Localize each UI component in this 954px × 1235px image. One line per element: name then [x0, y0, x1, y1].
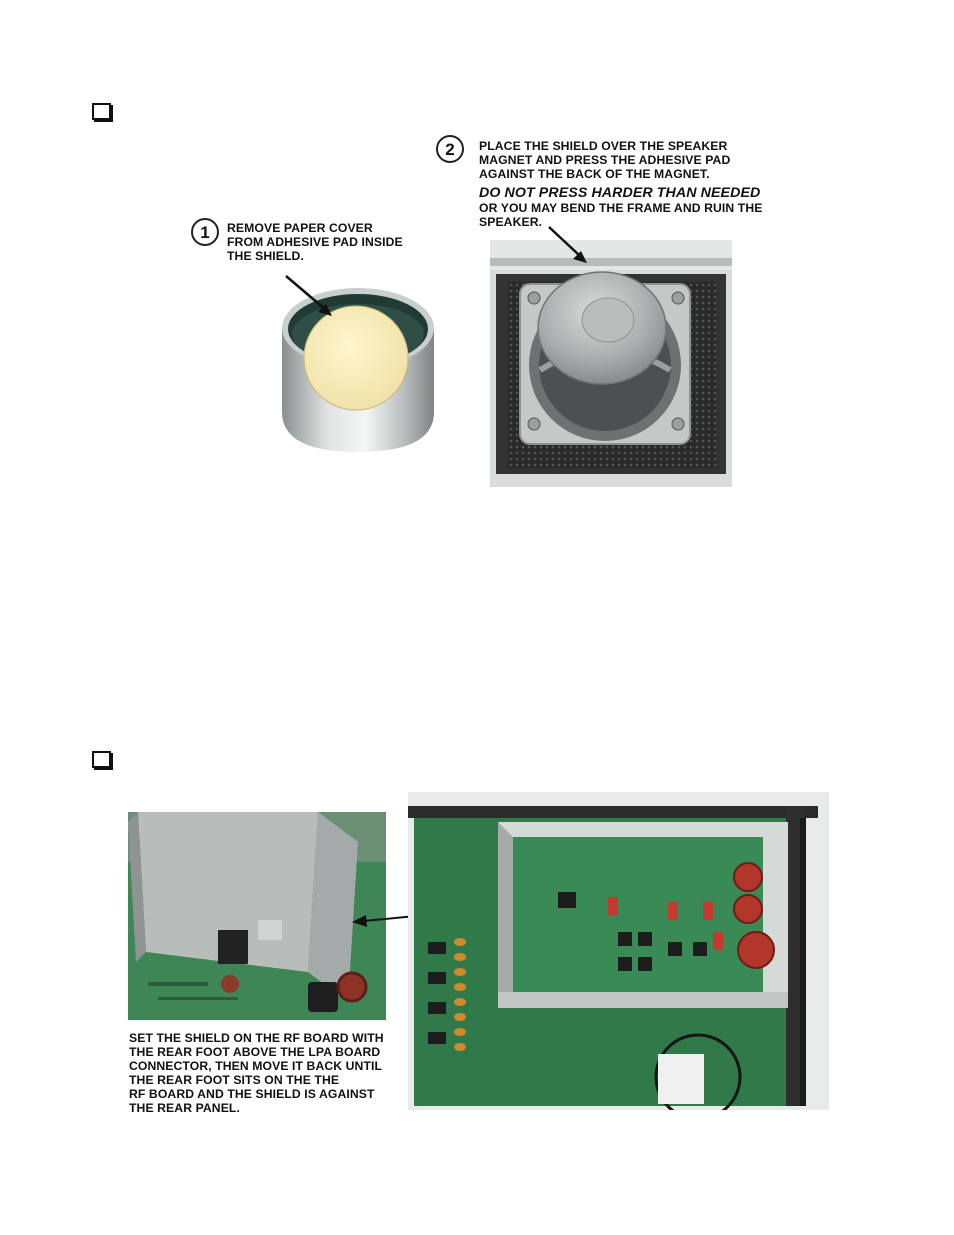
checkbox-icon[interactable] [92, 751, 111, 768]
shield-cup-photo [270, 280, 450, 455]
rf-board-overview-photo [408, 792, 829, 1110]
rf-shield-caption: SET THE SHIELD ON THE RF BOARD WITH THE … [129, 1031, 384, 1115]
step-2-line: OR YOU MAY BEND THE FRAME AND RUIN THE [479, 201, 763, 215]
caption-line: SET THE SHIELD ON THE RF BOARD WITH [129, 1031, 384, 1045]
caption-line: RF BOARD AND THE SHIELD IS AGAINST [129, 1087, 375, 1101]
warning-text: DO NOT PRESS HARDER THAN NEEDED [479, 185, 761, 201]
step-1-line: FROM ADHESIVE PAD INSIDE [227, 235, 403, 249]
caption-line: CONNECTOR, THEN MOVE IT BACK UNTIL [129, 1059, 383, 1073]
checkbox-icon[interactable] [92, 103, 111, 120]
caption-line: THE REAR PANEL. [129, 1101, 240, 1115]
step-2-instructions: PLACE THE SHIELD OVER THE SPEAKER MAGNET… [479, 139, 762, 229]
arrow-icon [548, 226, 587, 263]
arrow-icon [285, 275, 332, 316]
caption-line: THE REAR FOOT ABOVE THE LPA BOARD [129, 1045, 381, 1059]
step-1-instructions: REMOVE PAPER COVER FROM ADHESIVE PAD INS… [227, 221, 403, 263]
step-1-line: REMOVE PAPER COVER [227, 221, 373, 235]
step-1-line: THE SHIELD. [227, 249, 304, 263]
step-2-line: MAGNET AND PRESS THE ADHESIVE PAD [479, 153, 731, 167]
step-number-1: 1 [191, 218, 219, 246]
step-number-2: 2 [436, 135, 464, 163]
step-2-line: AGAINST THE BACK OF THE MAGNET. [479, 167, 710, 181]
step-2-line: PLACE THE SHIELD OVER THE SPEAKER [479, 139, 728, 153]
caption-line: THE REAR FOOT SITS ON THE THE [129, 1073, 340, 1087]
shield-foot-closeup-photo [128, 812, 386, 1020]
step-2-line: SPEAKER. [479, 215, 543, 229]
speaker-photo [490, 240, 732, 487]
